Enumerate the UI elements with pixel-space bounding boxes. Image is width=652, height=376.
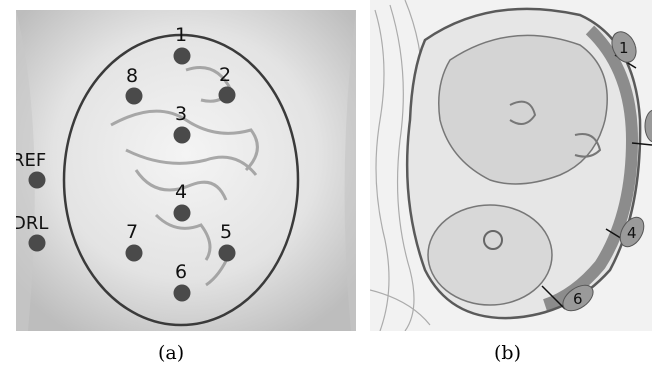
- electrode-3: [174, 127, 191, 144]
- electrode-1: [174, 48, 191, 65]
- electrode-4: [174, 205, 191, 222]
- position-label-6: 6: [573, 290, 583, 308]
- electrode-label-2: 2: [219, 64, 231, 86]
- electrode-drl: [29, 235, 46, 252]
- electrode-5: [219, 245, 236, 262]
- electrode-ref: [29, 172, 46, 189]
- electrode-label-7: 7: [126, 221, 138, 243]
- ref-label: REF: [16, 150, 46, 171]
- electrode-label-8: 8: [126, 65, 138, 87]
- electrode-6: [174, 285, 191, 302]
- electrode-8: [126, 88, 143, 105]
- electrode-label-3: 3: [175, 103, 187, 125]
- caption-b: (b): [494, 342, 521, 364]
- electrode-2: [219, 87, 236, 104]
- fetus-illustration: 1 4 6: [370, 0, 652, 331]
- electrode-label-5: 5: [220, 221, 232, 243]
- electrode-7: [126, 245, 143, 262]
- fetus-body: [439, 35, 607, 184]
- abdomen-electrode-diagram: 1 2 3 4 5 6 7 8 REF DRL: [16, 10, 356, 331]
- electrode-label-4: 4: [175, 181, 187, 203]
- fetus-head: [428, 205, 552, 305]
- abdomen-illustration: 1 2 3 4 5 6 7 8 REF DRL: [16, 10, 356, 331]
- electrode-label-6: 6: [175, 261, 187, 283]
- drl-label: DRL: [16, 213, 48, 234]
- position-label-1: 1: [619, 39, 629, 57]
- position-label-4: 4: [627, 224, 637, 242]
- electrode-label-1: 1: [175, 24, 187, 46]
- caption-a: (a): [158, 342, 184, 364]
- sagittal-section-diagram: 1 4 6: [370, 0, 652, 331]
